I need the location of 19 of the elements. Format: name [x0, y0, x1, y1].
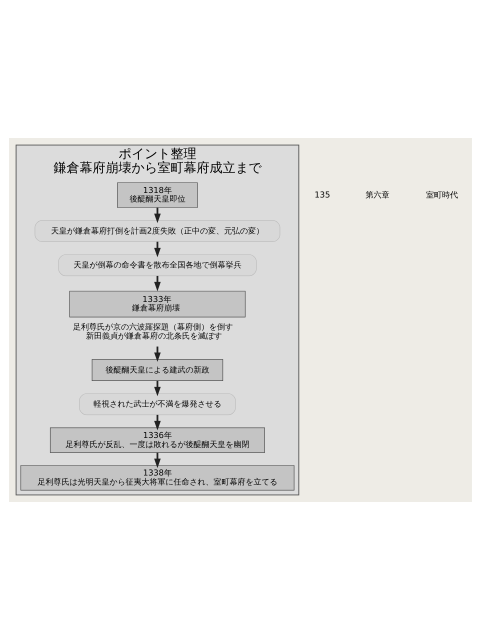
- node-box: 1338年 足利尊氏は光明天皇から征夷大将軍に任命され、室町幕府を立てる: [20, 465, 294, 491]
- arrow: [154, 242, 160, 258]
- arrow: [154, 380, 160, 396]
- label: 135: [314, 189, 330, 200]
- label: 室町時代: [425, 189, 458, 200]
- node-box: 軽視された武士が不満を爆発させる: [78, 393, 236, 416]
- arrow: [154, 414, 160, 430]
- node-box: 後醍醐天皇による建武の新政: [91, 359, 223, 381]
- node-label: 新田義貞が鎌倉幕府の北条氏を滅ぼす: [85, 330, 222, 340]
- arrow: [154, 452, 160, 468]
- node-box: 1336年 足利尊氏が反乱、一度は敗れるが後醍醐天皇を幽閉: [49, 428, 264, 453]
- node-box: 1318年 後醍醐天皇即位: [116, 182, 198, 208]
- node-label: 足利尊氏が京の六波羅探題（幕府側）を倒す: [72, 322, 233, 332]
- arrow: [154, 346, 160, 362]
- node-box: 天皇が倒幕の命令書を散布全国各地で倒幕挙兵: [58, 254, 256, 276]
- arrow: [154, 208, 160, 224]
- arrow: [154, 276, 160, 292]
- node-box: 天皇が鎌倉幕府打倒を計画2度失敗（正中の変、元弘の変）: [34, 220, 280, 242]
- label: 第六章: [365, 189, 390, 200]
